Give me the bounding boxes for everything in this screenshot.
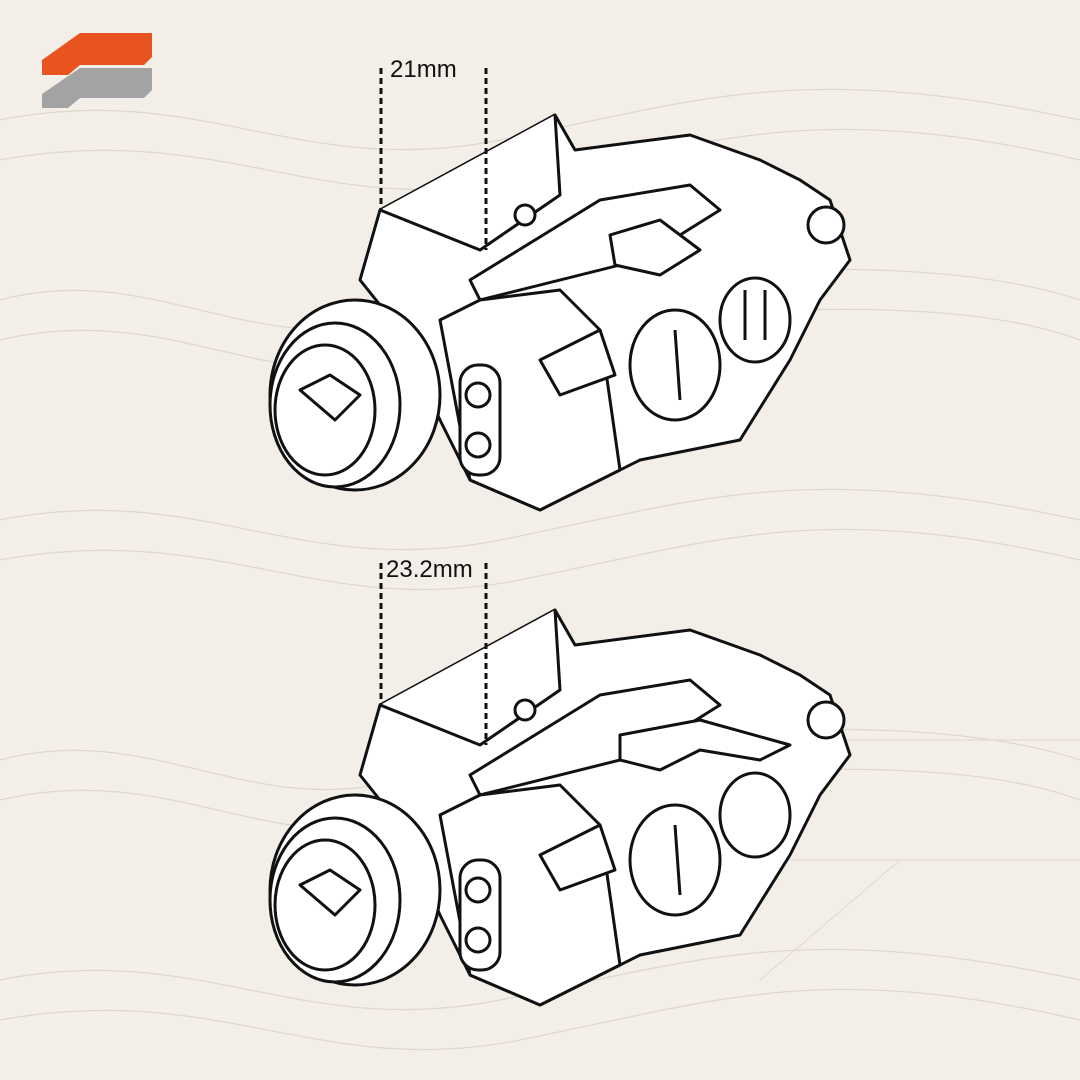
device-bottom-drawing xyxy=(268,563,852,1007)
brand-logo xyxy=(42,33,152,108)
device-top-drawing xyxy=(268,68,852,512)
dimension-label-top: 21mm xyxy=(390,56,457,83)
dimension-label-bottom: 23.2mm xyxy=(386,556,473,583)
